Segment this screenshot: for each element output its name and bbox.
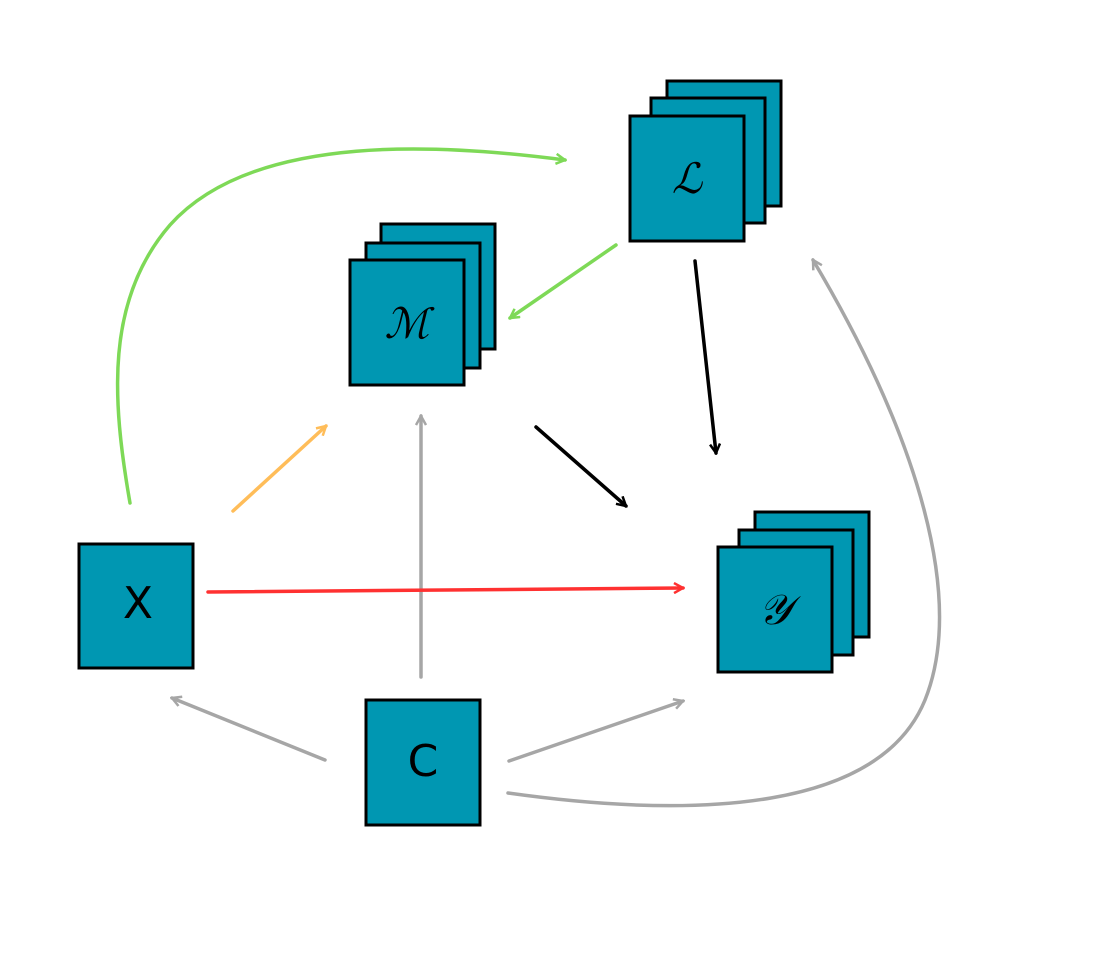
edge-m-to-y xyxy=(534,425,626,508)
node-c-label: C xyxy=(408,736,439,787)
node-m: ℳ xyxy=(348,222,497,387)
node-x: X xyxy=(77,542,195,670)
edge-l-to-y xyxy=(693,259,716,453)
node-c: C xyxy=(364,698,482,827)
node-m-label: ℳ xyxy=(385,299,436,348)
edge-c-to-x xyxy=(172,698,327,762)
edge-x-to-m xyxy=(231,424,326,513)
node-l: ℒ xyxy=(628,79,783,243)
edge-c-to-y xyxy=(507,701,683,763)
node-x-label: X xyxy=(123,578,153,629)
edge-x-to-l xyxy=(115,147,565,505)
edge-c-to-l xyxy=(506,260,942,808)
edge-x-to-y xyxy=(206,588,683,592)
edge-l-to-m xyxy=(510,243,618,320)
node-l-label: ℒ xyxy=(672,154,703,203)
node-y: 𝒴 xyxy=(716,510,871,674)
